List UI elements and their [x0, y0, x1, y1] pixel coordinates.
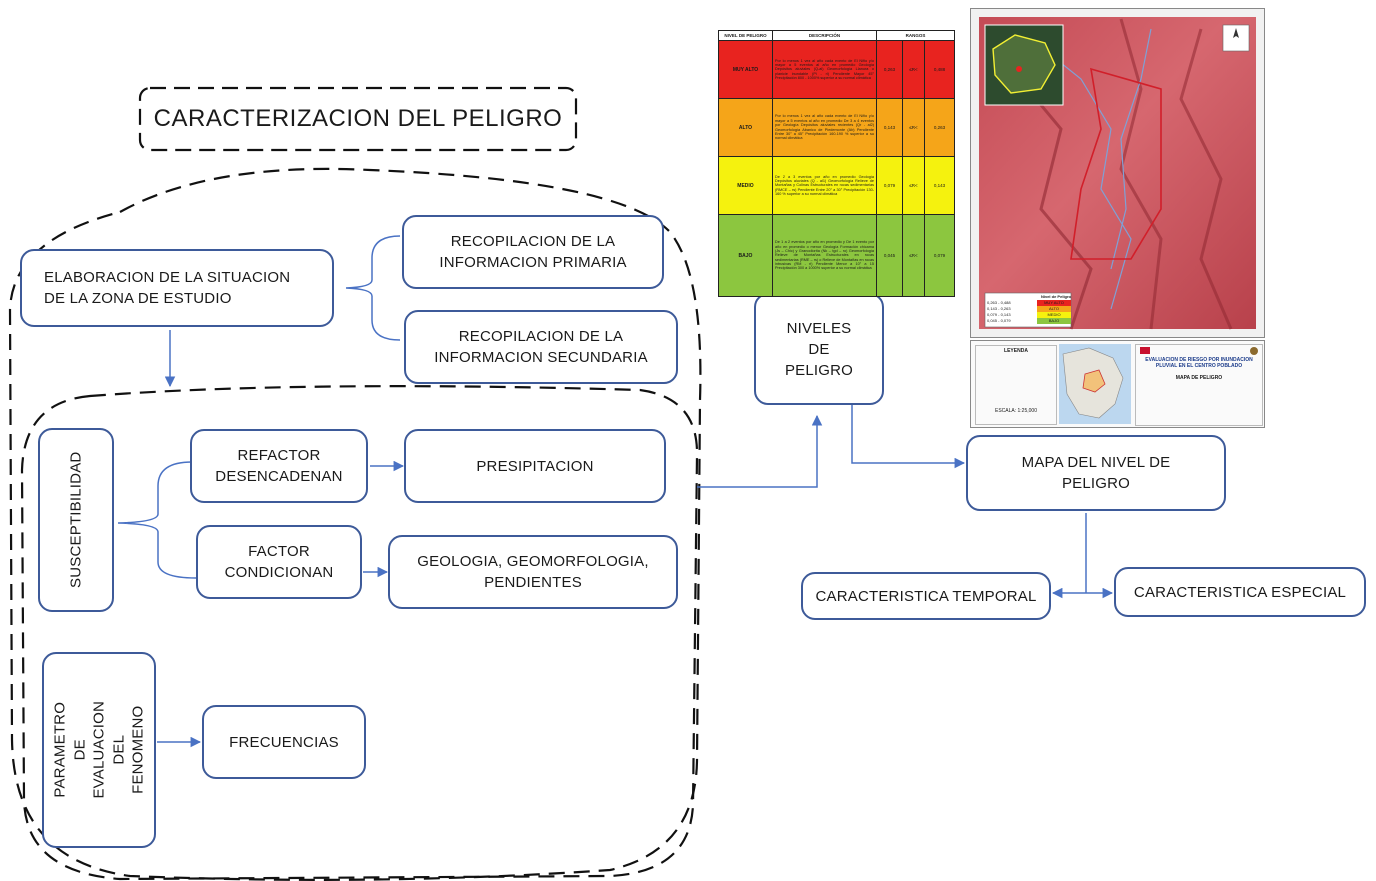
node-info-secundaria[interactable]: RECOPILACION DE LA INFORMACION SECUNDARI… — [404, 310, 678, 384]
outer-dashed-region — [8, 167, 702, 881]
map-legend-range: 0,143 - 0,263 — [987, 306, 1011, 311]
table-cell-level: MEDIO — [718, 156, 773, 215]
node-geologia-label: GEOLOGIA, GEOMORFOLOGIA, PENDIENTES — [417, 553, 649, 591]
node-geologia[interactable]: GEOLOGIA, GEOMORFOLOGIA, PENDIENTES — [388, 535, 678, 609]
table-cell-low: 0,045 — [876, 214, 903, 297]
hazard-level-table: NIVEL DE PELIGRO DESCRIPCIÓN RANGOS MUY … — [718, 30, 956, 297]
table-cell-op: ≤R< — [902, 98, 925, 157]
brace-elaboracion — [345, 235, 401, 341]
map-info-header: EVALUACION DE RIESGO POR INUNDACION PLUV… — [1135, 344, 1263, 426]
table-cell-op: ≤R< — [902, 40, 925, 99]
node-elaboracion-label: ELABORACION DE LA SITUACION DE LA ZONA D… — [44, 269, 291, 307]
table-cell-desc: Por lo menos 1 vez al año cada evento de… — [772, 40, 877, 99]
map-graphic — [979, 17, 1256, 330]
node-niveles-label: NIVELES DE PELIGRO — [784, 319, 854, 379]
map-legend-row: 0,079 - 0,143 MEDIO — [987, 312, 1071, 318]
map-info-legend: LEYENDA ESCALA: 1:25,000 — [975, 345, 1057, 425]
node-info-secundaria-label: RECOPILACION DE LA INFORMACION SECUNDARI… — [434, 328, 648, 366]
title-frame — [138, 86, 578, 152]
map-info-subtitle: MAPA DE PELIGRO — [1175, 375, 1223, 381]
table-cell-level: ALTO — [718, 98, 773, 157]
map-info-legend-title: LEYENDA — [1004, 348, 1028, 354]
table-cell-high: 0,263 — [923, 98, 956, 157]
node-info-primaria-label: RECOPILACION DE LA INFORMACION PRIMARIA — [439, 233, 627, 271]
table-header: DESCRIPCIÓN — [772, 30, 877, 41]
node-factor-label: FACTOR CONDICIONAN — [224, 543, 334, 581]
node-presipitacion-label: PRESIPITACION — [476, 457, 594, 475]
table-cell-level: MUY ALTO — [718, 40, 773, 99]
node-elaboracion[interactable]: ELABORACION DE LA SITUACION DE LA ZONA D… — [20, 249, 334, 327]
map-legend-range: 0,263 - 0,488 — [987, 300, 1011, 305]
table-cell-low: 0,079 — [876, 156, 903, 215]
map-legend-label: BAJO — [1037, 318, 1071, 324]
node-factor[interactable]: FACTOR CONDICIONAN — [196, 525, 362, 599]
node-susceptibilidad-label: SUSCEPTIBILIDAD — [67, 451, 85, 589]
table-header: NIVEL DE PELIGRO — [718, 30, 773, 41]
table-cell-high: 0,143 — [923, 156, 956, 215]
map-legend-label: MUY ALTO — [1037, 300, 1071, 306]
node-refactor-label: REFACTOR DESENCADENAN — [215, 447, 343, 485]
table-header: RANGOS — [875, 30, 956, 41]
node-info-primaria[interactable]: RECOPILACION DE LA INFORMACION PRIMARIA — [402, 215, 664, 289]
map-legend-label: ALTO — [1037, 306, 1071, 312]
seal-icon — [1250, 347, 1258, 355]
node-frecuencias[interactable]: FRECUENCIAS — [202, 705, 366, 779]
table-cell-high: 0,079 — [923, 214, 956, 297]
table-cell-desc: Por lo menos 1 vez al año cada evento de… — [772, 98, 877, 157]
table-cell-high: 0,488 — [923, 40, 956, 99]
map-legend-row: 0,045 - 0,079 BAJO — [987, 318, 1071, 324]
node-mapa[interactable]: MAPA DEL NIVEL DE PELIGRO — [966, 435, 1226, 511]
map-legend-row: 0,143 - 0,263 ALTO — [987, 306, 1071, 312]
node-susceptibilidad[interactable]: SUSCEPTIBILIDAD — [38, 428, 114, 612]
node-especial[interactable]: CARACTERISTICA ESPECIAL — [1114, 567, 1366, 617]
table-cell-level: BAJO — [718, 214, 773, 297]
table-cell-op: ≤R< — [902, 214, 925, 297]
node-temporal[interactable]: CARACTERISTICA TEMPORAL — [801, 572, 1051, 620]
table-cell-low: 0,143 — [876, 98, 903, 157]
inner-dashed-region — [20, 385, 699, 881]
brace-susceptibilidad — [117, 461, 197, 579]
arrow-to-niveles — [697, 414, 823, 488]
map-legend-range: 0,079 - 0,143 — [987, 312, 1011, 317]
node-temporal-label: CARACTERISTICA TEMPORAL — [815, 587, 1037, 605]
map-info-panel: LEYENDA ESCALA: 1:25,000 EVALUACION DE R… — [970, 340, 1265, 428]
table-cell-desc: De 1 a 2 eventos por año en promedio y D… — [772, 214, 877, 297]
table-cell-op: ≤R< — [902, 156, 925, 215]
node-refactor[interactable]: REFACTOR DESENCADENAN — [190, 429, 368, 503]
map-info-title: EVALUACION DE RIESGO POR INUNDACION PLUV… — [1145, 357, 1253, 369]
node-niveles[interactable]: NIVELES DE PELIGRO — [754, 293, 884, 405]
logo-icon — [1140, 347, 1150, 354]
map-locator — [1059, 344, 1131, 424]
node-parametro-label: PARAMETRO DE EVALUACION DEL FENOMENO — [51, 701, 147, 799]
node-mapa-label: MAPA DEL NIVEL DE PELIGRO — [1021, 454, 1171, 492]
map-legend-label: MEDIO — [1037, 312, 1071, 318]
node-especial-label: CARACTERISTICA ESPECIAL — [1133, 583, 1347, 601]
page-title: CARACTERIZACION DEL PELIGRO — [153, 105, 563, 132]
table-header-row: NIVEL DE PELIGRO DESCRIPCIÓN RANGOS — [718, 30, 956, 41]
map-legend-title: Nivel de Peligro — [1040, 294, 1071, 299]
map-legend-row: 0,263 - 0,488 MUY ALTO — [987, 300, 1071, 306]
table-cell-low: 0,263 — [876, 40, 903, 99]
node-frecuencias-label: FRECUENCIAS — [229, 733, 339, 751]
node-presipitacion[interactable]: PRESIPITACION — [404, 429, 666, 503]
map-legend-range: 0,045 - 0,079 — [987, 318, 1011, 323]
map-scale: ESCALA: 1:25,000 — [995, 408, 1037, 414]
arrow-to-mapa — [851, 405, 966, 469]
node-parametro[interactable]: PARAMETRO DE EVALUACION DEL FENOMENO — [42, 652, 156, 848]
table-cell-desc: De 2 a 3 eventos por año en promedio Geo… — [772, 156, 877, 215]
